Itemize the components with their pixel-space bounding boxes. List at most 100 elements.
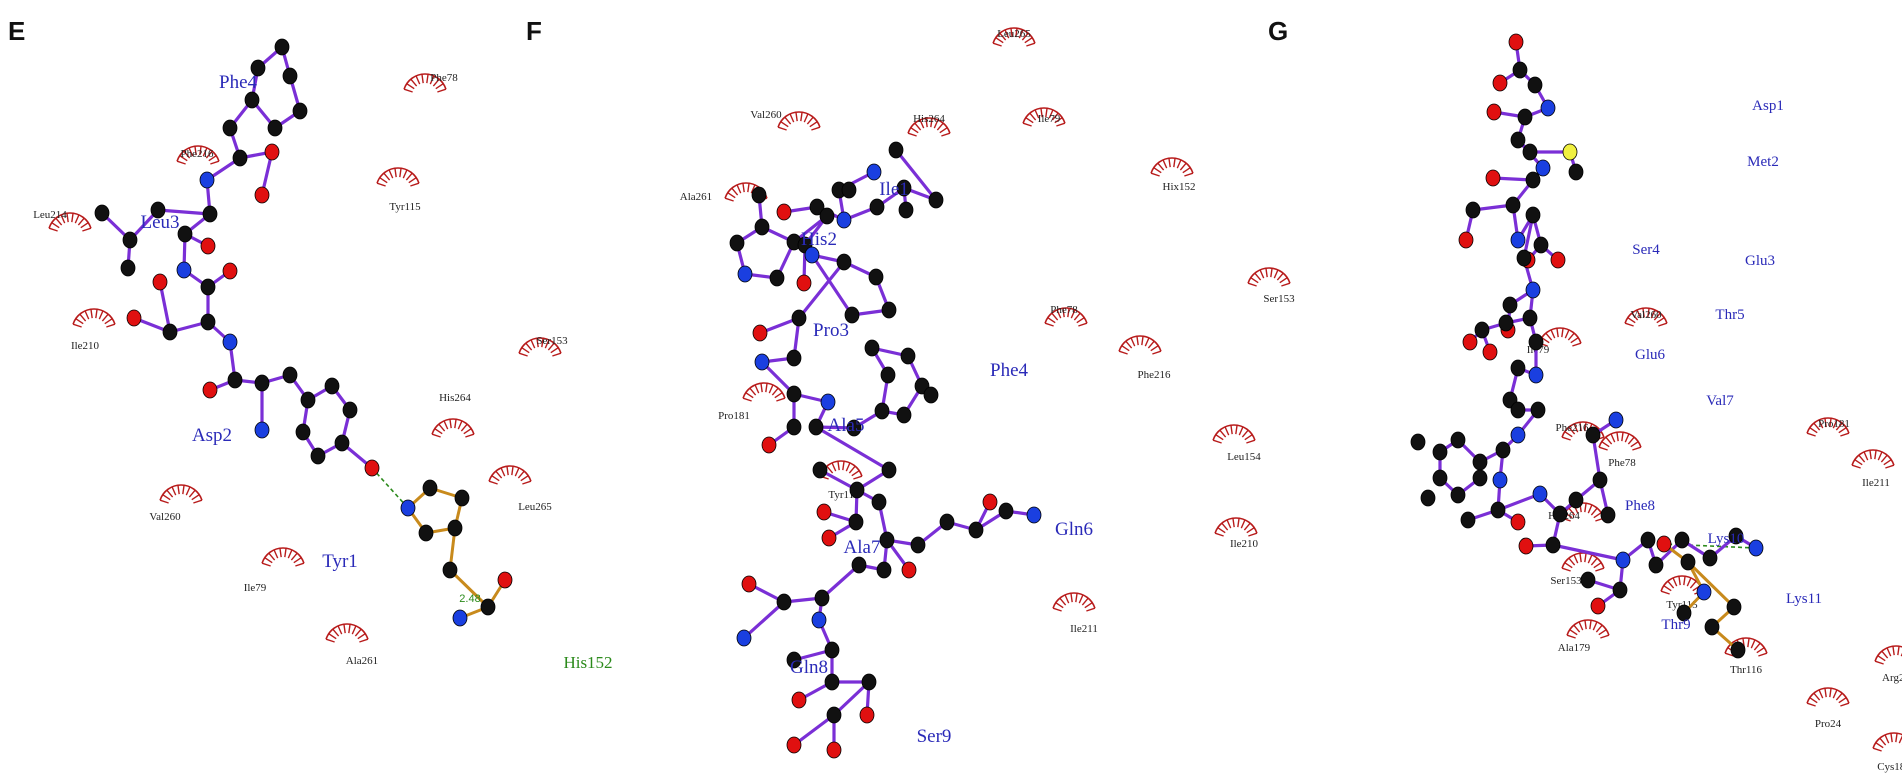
hydrophobic-spoke [1034,109,1040,119]
hydrophobic-spoke [1136,336,1139,346]
hydrophobic-spoke [919,119,925,129]
nitrogen-atom [1535,159,1551,177]
hydrophobic-spoke [1747,638,1750,648]
hydrophobic-spoke [1874,660,1884,665]
hydrophobic-residue-label: Hix152 [1163,181,1196,193]
carbon-atom [292,102,308,120]
carbon-atom [1420,489,1436,507]
hydrophobic-spoke [1840,432,1850,437]
carbon-atom [1600,506,1616,524]
hydrophobic-spoke [1756,647,1765,654]
ligand-bond [792,713,836,747]
carbon-atom [864,339,880,357]
hydrophobic-contact [742,382,786,402]
hydrophobic-spoke [1254,272,1262,281]
hydrophobic-spoke [1592,621,1598,631]
carbon-atom [274,38,290,56]
nitrogen-atom [820,393,836,411]
carbon-atom [939,513,955,531]
carbon-atom [846,419,862,437]
hydrophobic-spoke [530,339,536,349]
carbon-atom [94,204,110,222]
hydrophobic-spoke [354,628,362,637]
hydrophobic-spoke [194,146,197,156]
ligand-residue-label: Pro3 [813,320,849,341]
carbon-atom [254,374,270,392]
hydrophobic-spoke [72,323,82,328]
nitrogen-atom [1696,583,1712,601]
hydrophobic-residue-label: Val260 [1630,309,1662,321]
carbon-atom [1728,527,1744,545]
hydrophobic-spoke [1874,450,1877,460]
hydrophobic-spoke [84,310,90,320]
carbon-atom [1495,441,1511,459]
carbon-atom [1450,431,1466,449]
hydrophobic-spoke [907,132,917,137]
carbon-atom [1498,314,1514,332]
nitrogen-atom [199,171,215,189]
hydrophobic-residue-label: Phe78 [430,72,458,84]
ligplot-diagram-g: G Val260Ile79Pro181Phe216Phe78Ile211His2… [1268,16,1902,773]
nitrogen-atom [254,421,270,439]
hydrophobic-spoke [1601,441,1610,448]
hydrophobic-spoke [1052,607,1062,612]
carbon-atom [227,371,243,389]
nitrogen-atom [1540,99,1556,117]
carbon-atom [1585,426,1601,444]
hydrophobic-spoke [518,352,528,357]
hydrophobic-spoke [1595,624,1603,633]
carbon-atom [244,91,260,109]
hydrophobic-spoke [183,150,191,159]
hydrophobic-spoke [1241,429,1249,438]
hydrophobic-spoke [1881,650,1889,659]
hydrophobic-spoke [520,475,529,482]
carbon-atom [1472,469,1488,487]
hydrophobic-spoke [429,75,435,85]
oxygen-atom [796,274,812,292]
hydrophobic-spoke [1886,647,1892,657]
panel-label-g: G [1268,16,1288,46]
hydrophobic-spoke [1235,425,1238,435]
hydrophobic-spoke [1250,277,1259,284]
hydrophobic-spoke [1863,451,1869,461]
hydrophobic-spoke [1279,277,1288,284]
hydrophobic-spoke [1884,734,1890,744]
carbon-atom [1726,598,1742,616]
hydrophobic-spoke [460,423,468,432]
hydrophobic-spoke [1595,567,1605,572]
hydrophobic-spoke [1564,431,1573,438]
hydrophobic-spoke [1240,519,1246,529]
hydrophobic-spoke [328,633,337,640]
ligand-residue-label: Ala7 [844,537,881,558]
hydrophobic-spoke [185,486,191,496]
carbon-atom [824,673,840,691]
hydrophobic-spoke [376,182,386,187]
nitrogen-atom [1608,411,1624,429]
hydrophobic-spoke [1832,689,1838,699]
nitrogen-atom [1026,506,1042,524]
carbon-atom [1568,163,1584,181]
carbon-atom [900,347,916,365]
hydrophobic-spoke [348,624,351,634]
hydrophobic-contact [1214,517,1258,537]
hydrophobic-spoke [745,392,754,399]
hydrophobic-spoke [71,213,74,223]
hydrophobic-residue-label: His264 [439,392,471,404]
hydrophobic-spoke [1647,308,1650,318]
hydrophobic-spoke [1238,426,1244,436]
ligand-residue-label: Ser9 [917,726,952,747]
hydrophobic-spoke [208,155,217,162]
hydrophobic-spoke [749,387,757,396]
carbon-atom [1490,501,1506,519]
carbon-atom [896,179,912,197]
carbon-atom [869,198,885,216]
carbon-atom [447,519,463,537]
hydrophobic-spoke [75,318,84,325]
hydrophobic-spoke [1587,554,1593,564]
carbon-atom [1410,433,1426,451]
hydrophobic-residue-label: Phe216 [1556,422,1590,434]
hydrophobic-spoke [1885,464,1895,469]
hydrophobic-spoke [1564,562,1573,569]
ligand-bond [894,148,938,202]
